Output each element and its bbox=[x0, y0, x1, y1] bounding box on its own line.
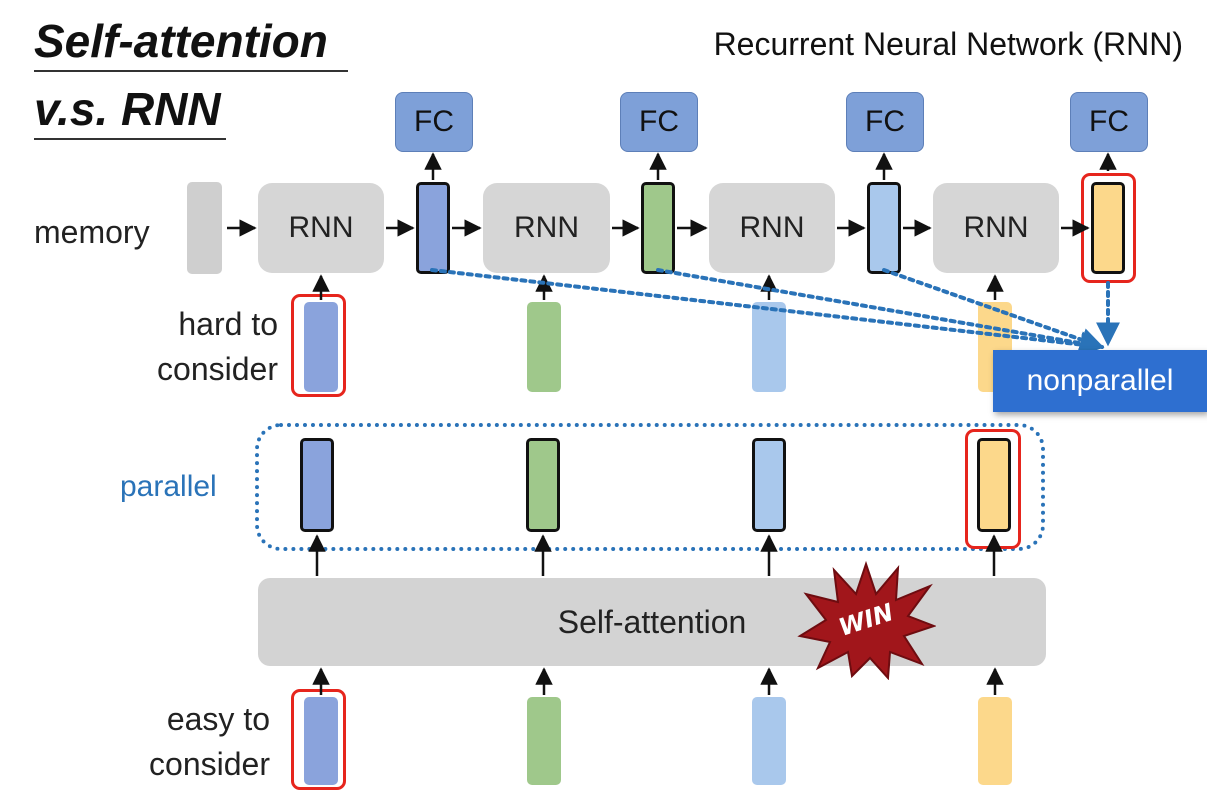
sa-output-vector-2 bbox=[526, 438, 560, 532]
rnn-input-vector-1 bbox=[304, 302, 338, 392]
rnn-output-vector-2 bbox=[641, 182, 675, 274]
rnn-cell-4: RNN bbox=[933, 183, 1059, 273]
subtitle: Recurrent Neural Network (RNN) bbox=[713, 26, 1183, 62]
sa-input-vector-1 bbox=[304, 697, 338, 785]
parallel-frame bbox=[255, 423, 1045, 551]
sa-input-vector-2 bbox=[527, 697, 561, 785]
sa-input-vector-3 bbox=[752, 697, 786, 785]
title-line-2: v.s. RNN bbox=[34, 83, 221, 135]
sa-output-vector-1 bbox=[300, 438, 334, 532]
rnn-cell-3: RNN bbox=[709, 183, 835, 273]
rnn-output-vector-4 bbox=[1091, 182, 1125, 274]
fc-box-1: FC bbox=[395, 92, 473, 152]
sa-input-vector-4 bbox=[978, 697, 1012, 785]
fc-box-3: FC bbox=[846, 92, 924, 152]
hard-to-consider-line-2: consider bbox=[157, 351, 278, 388]
win-badge: WIN bbox=[796, 560, 937, 681]
parallel-label: parallel bbox=[120, 470, 217, 503]
rnn-cell-1: RNN bbox=[258, 183, 384, 273]
dotted-link-h3 bbox=[882, 268, 1105, 352]
rnn-output-vector-1 bbox=[416, 182, 450, 274]
memory-box bbox=[187, 182, 222, 274]
hard-to-consider-label: hard to consider bbox=[100, 302, 278, 393]
easy-to-consider-line-2: consider bbox=[149, 746, 270, 783]
easy-to-consider-label: easy to consider bbox=[100, 697, 270, 788]
rnn-output-vector-3 bbox=[867, 182, 901, 274]
sa-output-vector-3 bbox=[752, 438, 786, 532]
easy-to-consider-line-1: easy to bbox=[166, 701, 270, 737]
dotted-link-h2 bbox=[656, 268, 1105, 356]
win-burst-icon bbox=[797, 560, 937, 681]
rnn-input-vector-2 bbox=[527, 302, 561, 392]
highlight-rnn-input-1 bbox=[291, 294, 346, 397]
rnn-cell-2: RNN bbox=[483, 183, 610, 273]
highlight-sa-input-1 bbox=[291, 689, 346, 790]
fc-box-4: FC bbox=[1070, 92, 1148, 152]
title-underline-1 bbox=[34, 70, 348, 72]
title-underline-2 bbox=[34, 138, 226, 140]
fc-box-2: FC bbox=[620, 92, 698, 152]
sa-output-vector-4 bbox=[977, 438, 1011, 532]
rnn-input-vector-3 bbox=[752, 302, 786, 392]
hard-to-consider-line-1: hard to bbox=[178, 306, 278, 342]
nonparallel-label: nonparallel bbox=[993, 350, 1207, 412]
title-line-1: Self-attention bbox=[34, 15, 328, 67]
memory-label: memory bbox=[34, 214, 150, 250]
dotted-link-h1 bbox=[430, 268, 1105, 357]
